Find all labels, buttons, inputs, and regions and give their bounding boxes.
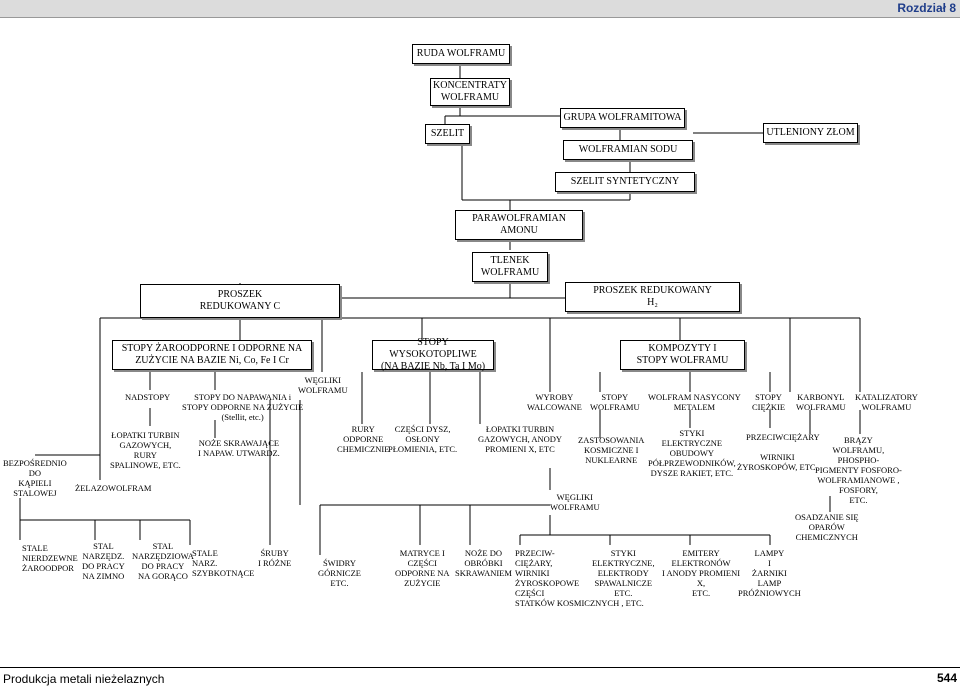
superalloys-label: NADSTOPY (125, 392, 171, 402)
dies-label: MATRYCE I CZĘŚCI ODPORNE NA ZUŻYCIE (395, 548, 450, 588)
synthetic-scheelite-box: SZELIT SYNTETYCZNY (555, 172, 695, 192)
tungsten-oxide-box: TLENEK WOLFRAMU (472, 252, 548, 282)
tungsten-bronze-label: BRĄZY WOLFRAMU, PHOSPHO- PIGMENTY FOSFOR… (815, 435, 902, 505)
concentrates-label: KONCENTRATY WOLFRAMU (433, 80, 507, 103)
nozzle-parts-label: CZĘŚCI DYSZ, OSŁONY PŁOMIENIA, ETC. (388, 424, 458, 454)
ore-label: RUDA WOLFRAMU (416, 48, 506, 59)
refractory-alloys-label: STOPY WYSOKOTOPLIWE (NA BAZIE Nb, Ta I M… (380, 337, 486, 372)
composites-box: KOMPOZYTY I STOPY WOLFRAMU (620, 340, 745, 370)
powder-c-box: PROSZEK REDUKOWANY C (140, 284, 340, 318)
oxidized-scrap-label: UTLENIONY ZŁOM (766, 127, 855, 138)
chemical-pipes-label: RURY ODPORNE CHEMICZNIE (337, 424, 390, 454)
counterweights-label-1: PRZECIWCIĘŻARY (746, 432, 820, 442)
rolled-products-label: WYROBY WALCOWANE (527, 392, 582, 412)
stainless-steels-label: STALE NIERDZEWNE ŻAROODPOR (22, 543, 78, 573)
heat-resistant-alloys-box: STOPY ŻAROODPORNE I ODPORNE NA ZUŻYCIE N… (112, 340, 312, 370)
heavy-alloys-label: STOPY CIĘŻKIE (752, 392, 786, 412)
hot-work-tool-steel-label: STAL NARZĘDZIOWA DO PRACY NA GORĄCO (132, 541, 194, 581)
tungsten-oxide-label: TLENEK WOLFRAMU (480, 255, 540, 278)
scheelite-box: SZELIT (425, 124, 470, 144)
turbine-blades-label-1: ŁOPATKI TURBIN GAZOWYCH, RURY SPALINOWE,… (110, 430, 181, 470)
tungsten-catalysts-label: KATALIZATORY WOLFRAMU (855, 392, 918, 412)
screws-label: ŚRUBY I RÓŻNE (258, 548, 292, 568)
oxidized-scrap-box: UTLENIONY ZŁOM (763, 123, 858, 143)
cold-work-tool-steel-label: STAL NARZĘDZ. DO PRACY NA ZIMNO (82, 541, 125, 581)
apt-box: PARAWOLFRAMIAN AMONU (455, 210, 583, 240)
electrical-contacts-label-2: STYKI ELEKTRYCZNE, ELEKTRODY SPAWALNICZE… (592, 548, 655, 598)
tungsten-alloys-label: STOPY WOLFRAMU (590, 392, 640, 412)
composites-label: KOMPOZYTY I STOPY WOLFRAMU (636, 343, 729, 366)
sodium-tungstate-label: WOLFRAMIAN SODU (578, 144, 678, 155)
powder-c-label: PROSZEK REDUKOWANY C (199, 289, 281, 312)
chapter-title: Rozdział 8 (897, 1, 956, 15)
mining-drills-label: ŚWIDRY GÓRNICZE ETC. (318, 558, 361, 588)
counterweights-label-2: PRZECIW- CIĘŻARY, WIRNIKI ŻYROSKOPOWE CZ… (515, 548, 644, 608)
machining-tools-label: NOŻE DO OBRÓBKI SKRAWANIEM (455, 548, 512, 578)
synthetic-scheelite-label: SZELIT SYNTETYCZNY (570, 176, 680, 187)
tungsten-carbide-label-1: WĘGLIKI WOLFRAMU (298, 375, 348, 395)
tungsten-carbonyl-label: KARBONYL WOLFRAMU (796, 392, 846, 412)
cutting-knives-label: NOŻE SKRAWAJĄCE I NAPAW. UTWARDZ. (198, 438, 280, 458)
book-title: Produkcja metali nieżelaznych (3, 672, 165, 686)
heat-resistant-alloys-label: STOPY ŻAROODPORNE I ODPORNE NA ZUŻYCIE N… (121, 343, 303, 366)
high-speed-steel-label: STALE NARZ. SZYBKOTNĄCE (192, 548, 255, 578)
refractory-alloys-box: STOPY WYSOKOTOPLIWE (NA BAZIE Nb, Ta I M… (372, 337, 494, 372)
electrical-contacts-label-1: STYKI ELEKTRYCZNE OBUDOWY PÓŁPRZEWODNIKÓ… (648, 428, 736, 478)
infiltrated-tungsten-label: WOLFRAM NASYCONY METALEM (648, 392, 741, 412)
gyroscope-rotors-label-1: WIRNIKI ŻYROSKOPÓW, ETC. (737, 452, 818, 472)
tungsten-carbide-label-2: WĘGLIKI WOLFRAMU (550, 492, 600, 512)
hardfacing-alloys-label: STOPY DO NAPAWANIA i STOPY ODPORNE NA ZU… (182, 392, 304, 422)
vacuum-lamps-label: LAMPY I ŻARNIKI LAMP PRÓŻNIOWYCH (738, 548, 801, 598)
electron-emitters-label: EMITERY ELEKTRONÓW I ANODY PROMIENI X, E… (662, 548, 741, 598)
direct-steel-bath-label: BEZPOŚREDNIO DO KĄPIELI STALOWEJ (3, 458, 67, 498)
turbine-blades-label-2: ŁOPATKI TURBIN GAZOWYCH, ANODY PROMIENI … (478, 424, 563, 454)
sodium-tungstate-box: WOLFRAMIAN SODU (563, 140, 693, 160)
powder-h-label: PROSZEK REDUKOWANY H₂ (593, 285, 712, 308)
apt-label: PARAWOLFRAMIAN AMONU (472, 213, 566, 236)
page-header: Rozdział 8 (0, 0, 960, 18)
page-footer: Produkcja metali nieżelaznych 544 (0, 667, 960, 690)
powder-h-box: PROSZEK REDUKOWANY H₂ (565, 282, 740, 312)
wolframite-group-box: GRUPA WOLFRAMITOWA (560, 108, 685, 128)
ore-box: RUDA WOLFRAMU (412, 44, 510, 64)
scheelite-label: SZELIT (430, 128, 465, 139)
page-number: 544 (936, 671, 957, 685)
cvd-label: OSADZANIE SIĘ OPARÓW CHEMICZNYCH (795, 512, 859, 542)
wolframite-group-label: GRUPA WOLFRAMITOWA (563, 112, 682, 123)
ferrotungsten-label: ŻELAZOWOLFRAM (75, 483, 152, 493)
concentrates-box: KONCENTRATY WOLFRAMU (430, 78, 510, 106)
space-applications-label: ZASTOSOWANIA KOSMICZNE I NUKLEARNE (578, 435, 645, 465)
